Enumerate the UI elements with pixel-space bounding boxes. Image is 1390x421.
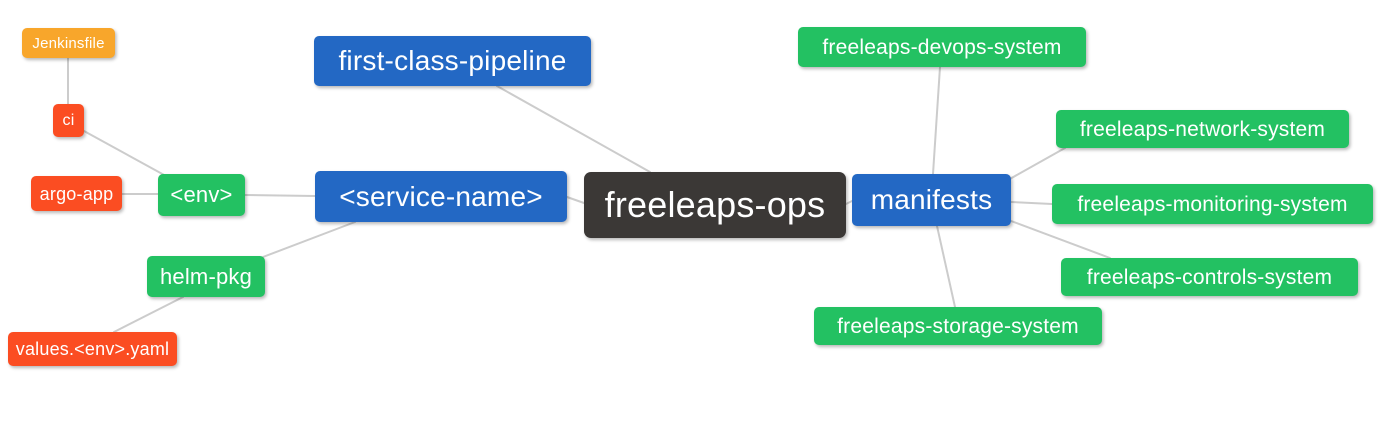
edge-manifests-to-freeleaps-storage-system: [936, 225, 956, 308]
mindmap-node-manifests[interactable]: manifests: [852, 174, 1011, 226]
mindmap-node-values-env-yaml[interactable]: values.<env>.yaml: [8, 332, 177, 366]
mindmap-node-env[interactable]: <env>: [158, 174, 245, 216]
edge-manifests-to-freeleaps-network-system: [1007, 147, 1066, 181]
mindmap-node-freeleaps-storage-system[interactable]: freeleaps-storage-system: [814, 307, 1102, 345]
edge-manifests-to-freeleaps-devops-system: [932, 66, 941, 175]
edge-manifests-to-freeleaps-controls-system: [1010, 220, 1111, 259]
edge-first-class-pipeline-to-freeleaps-ops: [496, 85, 651, 173]
mindmap-node-freeleaps-ops[interactable]: freeleaps-ops: [584, 172, 846, 238]
mindmap-node-ci[interactable]: ci: [53, 104, 84, 137]
edge-manifests-to-freeleaps-monitoring-system: [1010, 201, 1053, 205]
mindmap-node-argo-app[interactable]: argo-app: [31, 176, 122, 211]
edge-env-to-service-name: [244, 194, 316, 197]
edge-ci-to-env: [83, 130, 167, 177]
mindmap-node-freeleaps-monitoring-system[interactable]: freeleaps-monitoring-system: [1052, 184, 1373, 224]
mindmap-node-freeleaps-network-system[interactable]: freeleaps-network-system: [1056, 110, 1349, 148]
mindmap-node-freeleaps-devops-system[interactable]: freeleaps-devops-system: [798, 27, 1086, 67]
mindmap-node-first-class-pipeline[interactable]: first-class-pipeline: [314, 36, 591, 86]
mindmap-node-jenkinsfile[interactable]: Jenkinsfile: [22, 28, 115, 58]
mindmap-node-service-name[interactable]: <service-name>: [315, 171, 567, 222]
edge-service-name-to-helm-pkg: [262, 221, 356, 258]
edge-helm-pkg-to-values-env-yaml: [113, 296, 184, 333]
mindmap-node-freeleaps-controls-system[interactable]: freeleaps-controls-system: [1061, 258, 1358, 296]
edge-service-name-to-freeleaps-ops: [566, 196, 585, 204]
mindmap-node-helm-pkg[interactable]: helm-pkg: [147, 256, 265, 297]
